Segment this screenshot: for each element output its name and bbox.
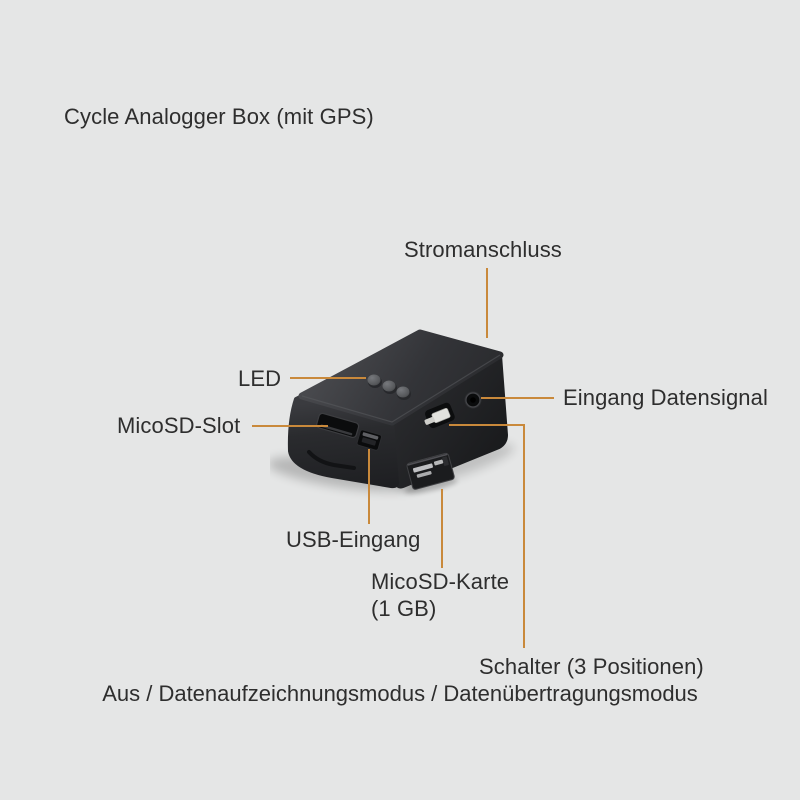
micosd-slot-leader-line [252, 425, 328, 427]
microsd-slot [316, 412, 360, 439]
eingang-datensignal-leader-line [481, 397, 554, 399]
schalter-leader-line-horizontal [449, 424, 525, 426]
edge-highlight [301, 354, 501, 423]
callout-micosd-slot: MicoSD-Slot [117, 413, 241, 438]
mode-switch [424, 402, 455, 429]
page-title: Cycle Analogger Box (mit GPS) [64, 104, 374, 129]
usb-port [356, 429, 382, 451]
led-indicators [367, 374, 411, 400]
callout-micosd-karte-line1: MicoSD-Karte [371, 569, 510, 594]
callout-schalter: Schalter (3 Positionen) [479, 654, 704, 679]
callout-usb-eingang: USB-Eingang [286, 527, 421, 552]
callout-stromanschluss: Stromanschluss [404, 237, 562, 262]
schalter-leader-line-vertical [523, 424, 525, 648]
led-leader-line [290, 377, 366, 379]
callout-led: LED [238, 366, 282, 391]
micosd-karte-leader-line [441, 489, 443, 568]
device-photo [270, 329, 515, 494]
case-groove [307, 450, 356, 470]
audio-jack-input [464, 391, 482, 409]
stromanschluss-leader-line [486, 268, 488, 338]
callout-micosd-karte: MicoSD-Karte (1 GB) [371, 568, 509, 622]
microsd-card [406, 452, 455, 490]
callout-micosd-karte-line2: (1 GB) [371, 596, 437, 621]
callout-eingang-datensignal: Eingang Datensignal [563, 385, 768, 410]
usb-eingang-leader-line [368, 449, 370, 524]
switch-modes-caption: Aus / Datenaufzeichnungsmodus / Datenübe… [102, 681, 698, 706]
